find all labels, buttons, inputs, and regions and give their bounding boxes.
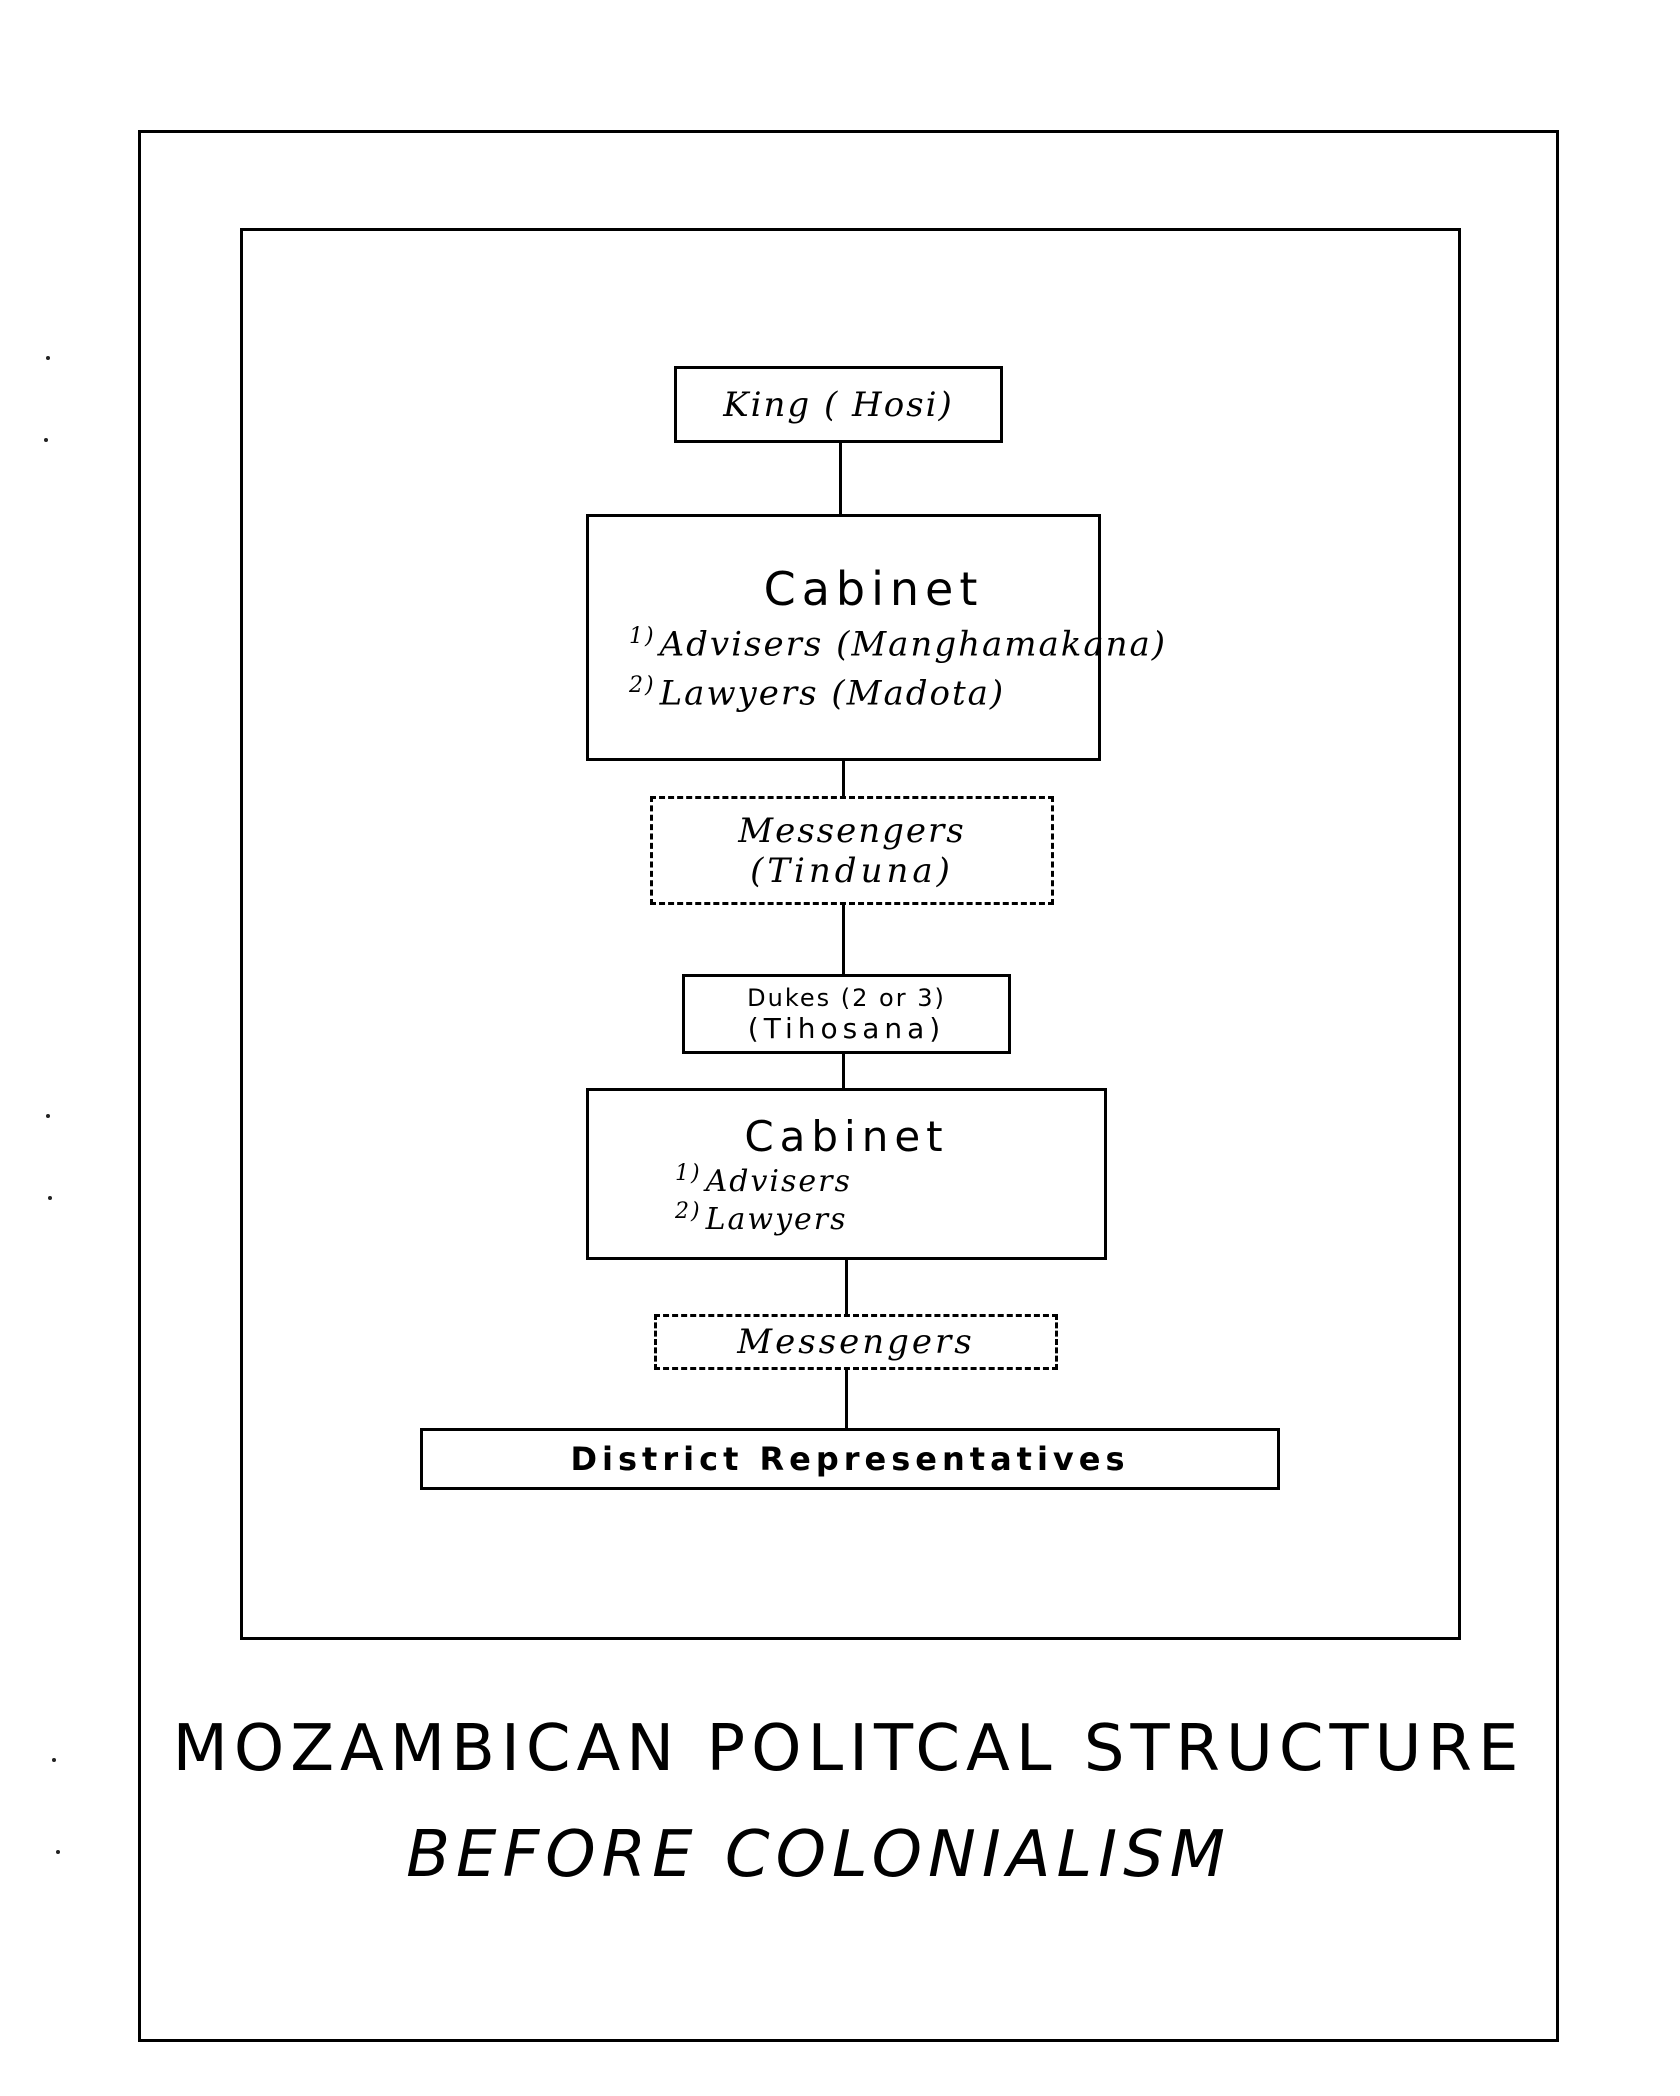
district-label: District Representatives xyxy=(570,1440,1130,1478)
dukes-node: Dukes (2 or 3) (Tihosana) xyxy=(682,974,1011,1054)
item-label: Advisers xyxy=(705,1163,852,1199)
scan-dot xyxy=(48,1196,52,1200)
scan-dot xyxy=(46,356,50,360)
cabinet-item-lawyers: 2)Lawyers (Madota) xyxy=(589,673,1098,713)
cabinet-title: Cabinet xyxy=(744,1111,949,1161)
diagram-frame xyxy=(240,228,1461,1640)
item-number: 2) xyxy=(675,1198,702,1224)
connector-dukes-cabinet xyxy=(842,1052,845,1090)
cabinet-item-lawyers: 2)Lawyers xyxy=(589,1199,1104,1237)
item-label: Lawyers xyxy=(705,1201,848,1237)
scan-dot xyxy=(56,1850,60,1854)
cabinet-title: Cabinet xyxy=(763,562,984,617)
caption-line-2: BEFORE COLONIALISM xyxy=(406,1818,1231,1892)
messengers-node-2: Messengers xyxy=(654,1314,1058,1370)
connector-messengers-dukes xyxy=(842,902,845,976)
connector-cabinet-messengers-2 xyxy=(845,1260,848,1318)
item-number: 1) xyxy=(675,1160,702,1186)
cabinet-item-advisers: 1)Advisers xyxy=(589,1161,1104,1199)
connector-king-cabinet xyxy=(839,440,842,517)
district-node: District Representatives xyxy=(420,1428,1280,1490)
item-number: 1) xyxy=(629,624,656,650)
cabinet-item-advisers: 1)Advisers (Manghamakana) xyxy=(589,624,1165,664)
king-label: King ( Hosi) xyxy=(723,384,954,425)
cabinet-node-2: Cabinet 1)Advisers 2)Lawyers xyxy=(586,1088,1107,1260)
messengers-label: Messengers xyxy=(738,810,966,851)
item-number: 2) xyxy=(629,672,656,698)
item-label: Advisers (Manghamakana) xyxy=(659,624,1168,665)
messengers-sublabel: (Tinduna) xyxy=(750,850,954,891)
connector-messengers-district xyxy=(845,1368,848,1430)
king-node: King ( Hosi) xyxy=(674,366,1003,443)
scan-dot xyxy=(44,438,48,442)
dukes-sublabel: (Tihosana) xyxy=(747,1011,946,1045)
scan-dot xyxy=(52,1758,56,1762)
scan-dot xyxy=(46,1114,50,1118)
dukes-label: Dukes (2 or 3) xyxy=(747,983,946,1012)
caption-line-1: MOZAMBICAN POLITCAL STRUCTURE xyxy=(172,1712,1525,1786)
messengers-node: Messengers (Tinduna) xyxy=(650,796,1054,905)
outer-frame xyxy=(138,130,1559,2042)
connector-cabinet-messengers xyxy=(842,760,845,798)
messengers-label: Messengers xyxy=(737,1322,975,1362)
item-label: Lawyers (Madota) xyxy=(659,672,1006,713)
cabinet-node: Cabinet 1)Advisers (Manghamakana) 2)Lawy… xyxy=(586,514,1165,761)
